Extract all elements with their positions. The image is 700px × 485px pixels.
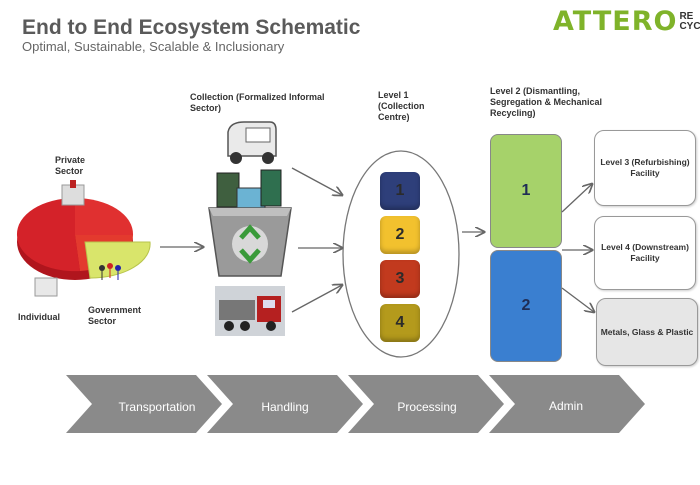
stage-label-processing: Processing	[397, 400, 457, 414]
page-title: End to End Ecosystem Schematic	[22, 16, 361, 39]
label-individual: Individual	[18, 312, 61, 322]
factory-chimney	[70, 180, 76, 188]
label-level1: Level 1 (Collection Centre)	[378, 90, 425, 122]
ewaste-bin-icon	[208, 169, 292, 277]
recycle-icon	[232, 224, 268, 264]
page-subtitle: Optimal, Sustainable, Scalable & Inclusi…	[22, 39, 285, 54]
arrow-rickshaw-to-level1	[291, 167, 342, 195]
auto-rickshaw-icon	[227, 121, 277, 164]
chevron-handling	[207, 375, 363, 433]
level1-box-3: 3	[380, 260, 420, 298]
sources-pie-graphic	[16, 180, 151, 297]
level1-box-4: 4	[380, 304, 420, 342]
facility-metals-glass-plastic: Metals, Glass & Plastic	[596, 298, 698, 366]
pie-slice-private	[75, 198, 134, 235]
stage-label-transportation: Transportation	[118, 400, 196, 414]
chevron-admin	[489, 375, 645, 433]
chevron-processing	[348, 375, 504, 433]
facility-level4: Level 4 (Downstream) Facility	[594, 216, 696, 290]
label-government-sector: Government Sector	[88, 305, 142, 326]
remote-icon	[260, 169, 282, 207]
label-level2: Level 2 (Dismantling, Segregation & Mech…	[490, 86, 603, 118]
logo-sub-text: RE CYCLING	[679, 10, 700, 32]
facility-level3: Level 3 (Refurbishing) Facility	[594, 130, 696, 206]
arrow-to-metals	[561, 287, 594, 312]
stage-label-handling: Handling	[261, 400, 309, 414]
label-collection: Collection (Formalized Informal Sector)	[190, 92, 325, 113]
chevron-transportation	[66, 375, 222, 433]
truck-icon	[215, 286, 285, 336]
level2-box-2: 2	[490, 250, 562, 362]
level1-box-2: 2	[380, 216, 420, 254]
logo-main-text: ATTERO	[553, 6, 678, 37]
arrow-truck-to-level1	[291, 285, 342, 313]
arrow-to-level3	[561, 184, 592, 213]
attero-logo: ATTERO RE CYCLING	[553, 6, 700, 37]
level1-ellipse	[342, 150, 460, 358]
house-icon	[34, 277, 58, 297]
label-private-sector: Private Sector	[55, 155, 86, 176]
level2-box-1: 1	[490, 134, 562, 248]
stage-chevrons	[66, 375, 645, 433]
people-icon	[99, 263, 121, 280]
stage-label-admin: Admin	[548, 399, 583, 413]
level1-box-1: 1	[380, 172, 420, 210]
pie-slice-individual	[16, 198, 80, 272]
phone-icon	[216, 172, 240, 208]
